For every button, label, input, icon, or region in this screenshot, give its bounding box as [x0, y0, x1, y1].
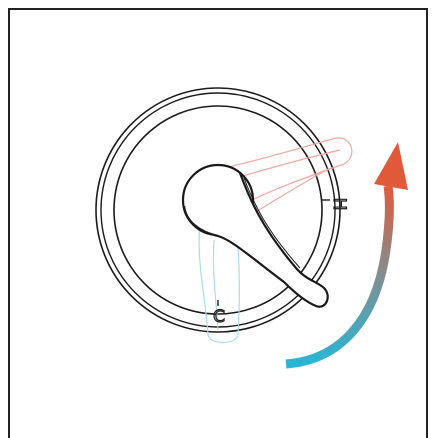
- hot-label: H: [329, 198, 349, 211]
- handle-ghost-cold: [198, 221, 240, 344]
- trim-plate-outer-ring: [95, 87, 341, 333]
- cold-label: C: [213, 307, 225, 327]
- handle-lever: [182, 172, 329, 308]
- trim-plate-inner-ring: [113, 105, 323, 315]
- handle-lever-highlight: [243, 177, 301, 269]
- curved-arrow-icon: [285, 142, 408, 369]
